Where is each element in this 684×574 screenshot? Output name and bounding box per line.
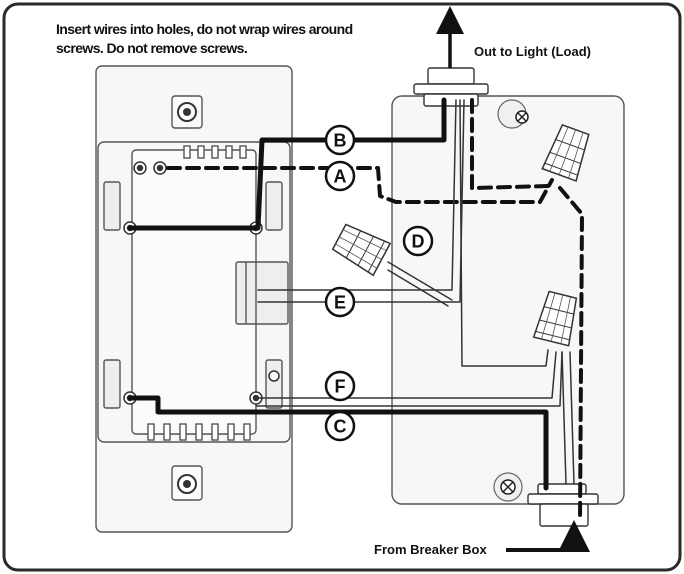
ground-screw-top [497, 99, 529, 129]
electrical-box [391, 95, 625, 505]
callout-f-letter: F [335, 377, 346, 397]
callout-e: E [324, 286, 356, 318]
wire-c [127, 395, 549, 491]
callout-e-letter: E [334, 293, 346, 313]
plate-screw-top [177, 102, 197, 122]
wire-nut-lower [532, 290, 578, 347]
callout-d-letter: D [412, 232, 425, 252]
wire-f [255, 351, 557, 399]
from-breaker-label: From Breaker Box [374, 542, 487, 557]
wire-nut-top [541, 123, 590, 182]
callout-a-letter: A [334, 167, 347, 187]
plate-screw-bottom [177, 474, 197, 494]
callout-c-letter: C [334, 417, 347, 437]
installation-instruction: Insert wires into holes, do not wrap wir… [56, 21, 353, 56]
callout-c: C [324, 410, 356, 442]
wire-e [257, 99, 457, 291]
wire-b [127, 97, 447, 231]
callout-b-letter: B [334, 131, 347, 151]
out-to-light-label: Out to Light (Load) [474, 44, 591, 59]
callout-b: B [324, 124, 356, 156]
callout-f: F [324, 370, 356, 402]
callout-d: D [402, 225, 434, 257]
switch-device [95, 65, 293, 533]
ground-screw-bottom [493, 472, 523, 502]
in-arrow [506, 520, 590, 552]
callout-a: A [324, 160, 356, 192]
wire-nut-d [331, 223, 392, 277]
top-cable-clamp [413, 67, 489, 107]
